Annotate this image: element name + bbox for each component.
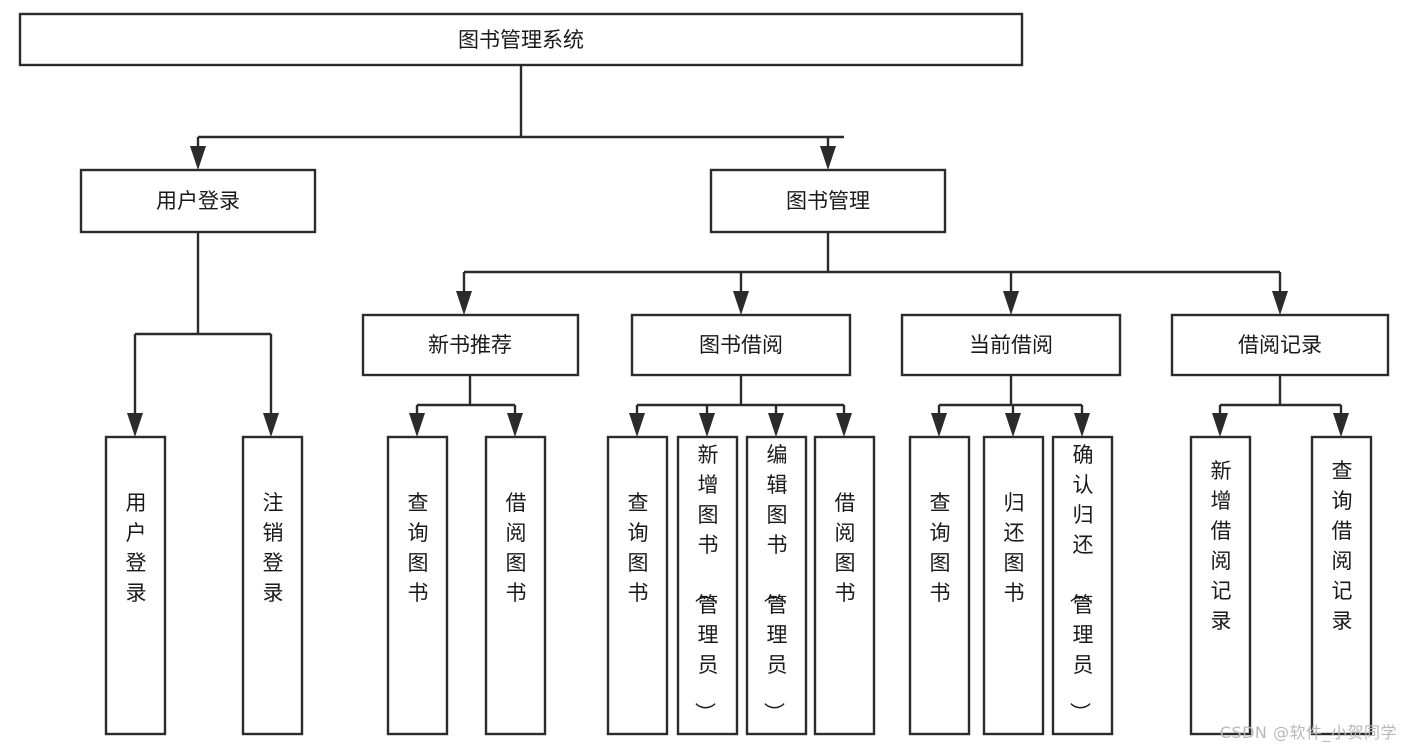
csdn-watermark: CSDN @软件_小贺同学 [1219,723,1397,742]
node-book-borrow[interactable]: 图书借阅 [630,313,852,377]
leaf-node-add-book[interactable]: 新增图书（管理员） [676,435,739,736]
node-book-borrow-label: 图书借阅 [699,333,783,357]
connector-bookborrow-to-leaves [629,375,852,437]
node-root-label: 图书管理系统 [458,28,584,52]
leaf-label: 借阅图书 [835,491,856,605]
connector-newbook-to-leaves [409,375,523,437]
leaf-node-return-book[interactable]: 归还图书 [982,435,1045,736]
leaf-node-borrow-book[interactable]: 借阅图书 [813,435,876,736]
node-borrow-record[interactable]: 借阅记录 [1170,313,1390,377]
connector-borrowrecord-to-leaves [1212,375,1349,437]
leaf-node-edit-book[interactable]: 编辑图书（管理员） [745,435,808,736]
leaf-label: 新增图书（管理员） [693,443,719,723]
leaf-node-add-record[interactable]: 新增借阅记录 [1189,435,1252,736]
leaf-node-query-record[interactable]: 查询借阅记录 [1310,435,1373,736]
leaf-label: 归还图书 [1004,491,1025,605]
node-new-book-rec-label: 新书推荐 [428,333,512,357]
connector-bookmanage-to-level3 [456,232,1288,315]
node-book-manage-label: 图书管理 [786,189,870,213]
leaf-node-borrow-book-rec[interactable]: 借阅图书 [484,435,547,736]
node-book-manage[interactable]: 图书管理 [709,168,947,234]
leaf-label: 新增借阅记录 [1211,459,1232,633]
connector-currentborrow-to-leaves [931,375,1090,437]
leaf-node-query-book-cur[interactable]: 查询图书 [908,435,971,736]
leaf-node-user-login[interactable]: 用户登录 [104,435,167,736]
leaf-node-confirm-return[interactable]: 确认归还（管理员） [1051,435,1114,736]
leaf-label: 编辑图书（管理员） [762,443,788,723]
leaf-label: 确认归还（管理员） [1068,443,1094,723]
connector-root-to-level2 [190,65,844,170]
connector-userlogin-to-leaves [127,232,279,437]
leaf-label: 借阅图书 [506,491,527,605]
leaf-node-query-book-rec[interactable]: 查询图书 [386,435,449,736]
node-user-login[interactable]: 用户登录 [79,168,317,234]
node-new-book-rec[interactable]: 新书推荐 [361,313,580,377]
leaf-label: 注销登录 [263,491,284,605]
node-current-borrow-label: 当前借阅 [969,333,1053,357]
leaf-label: 用户登录 [126,491,147,605]
leaf-label: 查询图书 [930,491,951,605]
leaf-node-logout[interactable]: 注销登录 [241,435,304,736]
leaf-label: 查询图书 [408,491,429,605]
node-borrow-record-label: 借阅记录 [1238,333,1322,357]
leaf-label: 查询图书 [628,491,649,605]
leaf-node-query-book-borrow[interactable]: 查询图书 [606,435,669,736]
node-current-borrow[interactable]: 当前借阅 [900,313,1122,377]
leaf-label: 查询借阅记录 [1332,459,1353,633]
node-root[interactable]: 图书管理系统 [18,12,1024,67]
node-user-login-label: 用户登录 [156,189,240,213]
